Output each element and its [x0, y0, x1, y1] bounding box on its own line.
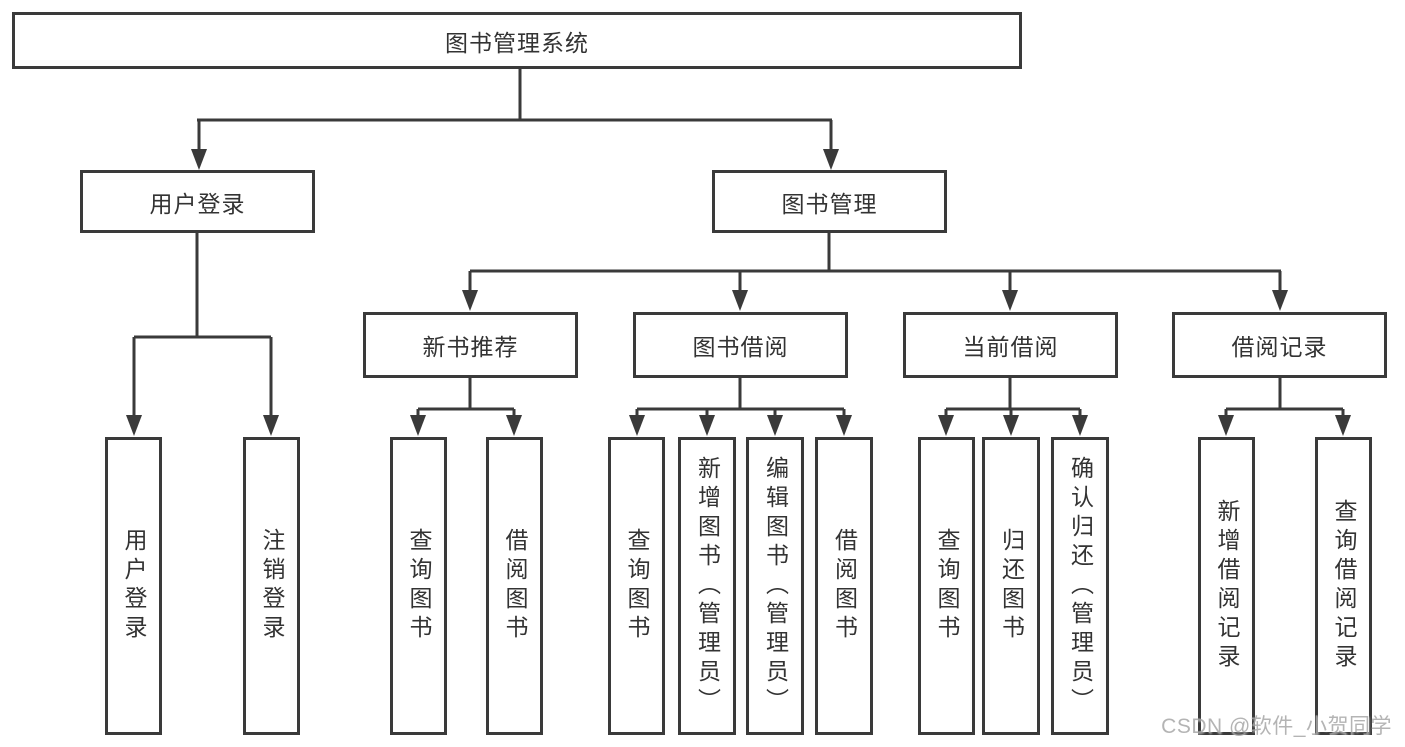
- node-borrowing-records-label: 借阅记录: [1231, 334, 1328, 360]
- node-book-borrowing: 图书借阅: [633, 312, 848, 378]
- leaf-confirm-return-admin-label: 确认归还（管理员）: [1067, 455, 1094, 717]
- node-current-borrowing-label: 当前借阅: [962, 334, 1059, 360]
- node-user-login: 用户登录: [80, 170, 315, 233]
- node-new-book-recommendation-label: 新书推荐: [422, 334, 519, 360]
- leaf-borrow-book-borrowing: 借阅图书: [815, 437, 873, 735]
- leaf-confirm-return-admin: 确认归还（管理员）: [1051, 437, 1109, 735]
- leaf-return-book-label: 归还图书: [998, 528, 1025, 644]
- leaf-add-borrow-record-label: 新增借阅记录: [1214, 499, 1240, 673]
- node-root: 图书管理系统: [12, 12, 1022, 69]
- node-new-book-recommendation: 新书推荐: [363, 312, 578, 378]
- leaf-edit-book-admin-label: 编辑图书（管理员）: [762, 455, 789, 717]
- leaf-query-book-borrowing: 查询图书: [608, 437, 665, 735]
- leaf-query-borrow-record-label: 查询借阅记录: [1331, 499, 1357, 673]
- node-borrowing-records: 借阅记录: [1172, 312, 1387, 378]
- leaf-logout-login: 注销登录: [243, 437, 300, 735]
- leaf-logout-login-label: 注销登录: [259, 528, 285, 644]
- watermark: CSDN @软件_小贺同学: [1161, 715, 1392, 738]
- node-book-management: 图书管理: [712, 170, 947, 233]
- leaf-borrow-book-recommend: 借阅图书: [486, 437, 543, 735]
- node-book-management-label: 图书管理: [781, 190, 878, 217]
- node-root-label: 图书管理系统: [445, 29, 589, 56]
- leaf-query-book-recommend-label: 查询图书: [406, 528, 432, 644]
- leaf-borrow-book-recommend-label: 借阅图书: [502, 528, 528, 644]
- leaf-query-book-borrowing-label: 查询图书: [624, 528, 650, 644]
- leaf-user-login: 用户登录: [105, 437, 162, 735]
- leaf-user-login-label: 用户登录: [121, 528, 147, 644]
- leaf-query-book-current: 查询图书: [918, 437, 975, 735]
- leaf-query-borrow-record: 查询借阅记录: [1315, 437, 1372, 735]
- leaf-return-book: 归还图书: [982, 437, 1040, 735]
- node-current-borrowing: 当前借阅: [903, 312, 1118, 378]
- leaf-query-book-recommend: 查询图书: [390, 437, 447, 735]
- leaf-query-book-current-label: 查询图书: [934, 528, 960, 644]
- node-book-borrowing-label: 图书借阅: [692, 334, 789, 360]
- leaf-add-book-admin: 新增图书（管理员）: [678, 437, 736, 735]
- leaf-edit-book-admin: 编辑图书（管理员）: [746, 437, 804, 735]
- node-user-login-label: 用户登录: [149, 190, 246, 217]
- leaf-borrow-book-borrowing-label: 借阅图书: [831, 528, 858, 644]
- leaf-add-book-admin-label: 新增图书（管理员）: [694, 455, 721, 717]
- leaf-add-borrow-record: 新增借阅记录: [1198, 437, 1255, 735]
